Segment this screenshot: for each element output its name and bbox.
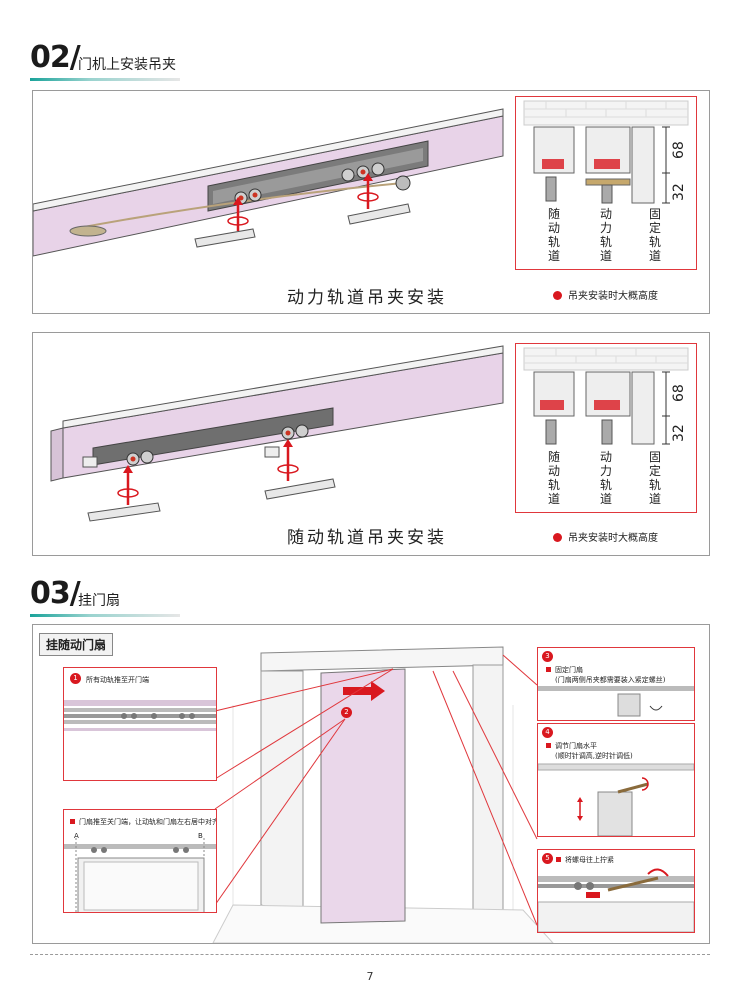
red-dot-icon	[553, 533, 562, 542]
step-4-box: 4 调节门扇水平 (顺时针调高,逆时针调低)	[537, 723, 695, 837]
step-4-detail	[538, 763, 694, 836]
section-number: 02/	[30, 40, 81, 75]
label-follow-track: 随动轨道	[547, 207, 560, 263]
bullet-square-icon	[70, 819, 75, 824]
panel-hang-door: 挂随动门扇 2 1 所有动轨推至开门端	[32, 624, 710, 944]
footer-divider	[30, 954, 710, 955]
cross-section-box: 68 32 随动轨道 动力轨道 固定轨道	[515, 96, 697, 270]
bullet-square-icon	[546, 667, 551, 672]
step-align-detail	[64, 838, 216, 912]
step-number-5: 5	[542, 853, 553, 864]
panel-caption: 随动轨道吊夹安装	[287, 528, 447, 548]
step-align-text: 门扇推至关门端，让动轨和门扇左右居中对齐	[70, 817, 216, 827]
step-number-3: 3	[542, 651, 553, 662]
step-1-box: 1 所有动轨推至开门端	[63, 667, 217, 781]
cross-section-drawing	[523, 100, 689, 204]
panel-power-track: 动力轨道吊夹安装 68 32 随动轨道 动力轨道 固定轨道	[32, 90, 710, 314]
dimension-bottom: 32	[671, 424, 687, 442]
step-number-1: 1	[70, 673, 81, 684]
bullet-square-icon	[556, 857, 561, 862]
step-3-detail	[538, 686, 694, 717]
power-track-illustration	[33, 108, 504, 257]
panel-follow-track: 随动轨道吊夹安装 68 32 随动轨道 动力轨道 固定轨道 吊夹安装时大	[32, 332, 710, 556]
cross-section-box: 68 32 随动轨道 动力轨道 固定轨道	[515, 343, 697, 513]
dimension-top: 68	[671, 384, 687, 402]
step-5-text: 将螺母往上拧紧	[556, 855, 614, 865]
step-1-text: 所有动轨推至开门端	[86, 676, 149, 684]
bullet-square-icon	[546, 743, 551, 748]
label-power-track: 动力轨道	[599, 207, 612, 263]
step-3-text: 固定门扇	[546, 665, 583, 675]
door-scene-illustration	[212, 646, 554, 943]
section-title: 门机上安装吊夹	[78, 57, 176, 73]
dimension-top: 68	[671, 141, 687, 159]
section-underline	[30, 78, 180, 81]
label-fixed-track: 固定轨道	[648, 450, 661, 506]
label-follow-track: 随动轨道	[547, 450, 560, 506]
step-4-subtext: (顺时针调高,逆时针调低)	[555, 752, 633, 760]
page-number: 7	[366, 970, 374, 983]
section-number: 03/	[30, 576, 81, 611]
panel-caption: 动力轨道吊夹安装	[287, 288, 447, 308]
step-5-box: 5 将螺母往上拧紧	[537, 849, 695, 933]
step-1-track-detail	[64, 700, 216, 731]
section-underline	[30, 614, 180, 617]
step-5-detail	[538, 868, 694, 932]
step-4-text: 调节门扇水平	[546, 741, 597, 751]
mark-a: A	[74, 832, 79, 840]
step-3-subtext: (门扇两侧吊夹都需要装入紧定螺丝)	[555, 676, 666, 684]
label-power-track: 动力轨道	[599, 450, 612, 506]
section-03-header: 03/ 挂门扇	[30, 576, 330, 617]
dimension-bottom: 32	[671, 183, 687, 201]
mark-b: B	[198, 832, 203, 840]
red-dot-icon	[553, 291, 562, 300]
panel-title: 挂随动门扇	[39, 633, 114, 656]
legend: 吊夹安装时大概高度	[553, 529, 658, 544]
cross-section-drawing	[523, 347, 689, 445]
step-3-box: 3 固定门扇 (门扇两侧吊夹都需要装入紧定螺丝)	[537, 647, 695, 721]
legend: 吊夹安装时大概高度	[553, 287, 658, 302]
step-number-2: 2	[341, 707, 352, 718]
section-02-header: 02/ 门机上安装吊夹	[30, 40, 330, 81]
step-number-4: 4	[542, 727, 553, 738]
section-title: 挂门扇	[78, 593, 120, 609]
label-fixed-track: 固定轨道	[648, 207, 661, 263]
step-align-box: 门扇推至关门端，让动轨和门扇左右居中对齐 A B	[63, 809, 217, 913]
follow-track-illustration	[50, 345, 504, 522]
